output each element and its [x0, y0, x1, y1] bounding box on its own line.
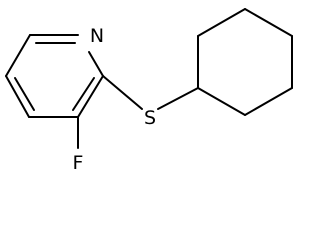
bond-n-c2	[88, 51, 104, 77]
bond-c5-c6	[5, 34, 31, 77]
nitrogen-label: N	[90, 25, 104, 47]
bond-c2-s	[102, 75, 143, 110]
bond-c2-c3	[77, 75, 104, 118]
double-bond-c4-c5	[14, 77, 35, 111]
molecule-structure: N S F	[5, 8, 293, 174]
cyclohexane-ring	[197, 8, 293, 116]
bond-cy6-cy1	[197, 87, 246, 116]
bond-c4-c5	[5, 75, 30, 118]
double-bond-c2-c3	[72, 77, 95, 111]
bond-s-cyclohexyl	[157, 87, 199, 110]
bond-cy3-cy4	[244, 8, 293, 37]
bond-cy2-cy3	[197, 8, 246, 37]
sulfur-label: S	[144, 107, 156, 129]
fluorine-label: F	[73, 152, 84, 174]
bond-cy5-cy6	[244, 87, 293, 116]
pyridine-ring	[5, 34, 104, 118]
